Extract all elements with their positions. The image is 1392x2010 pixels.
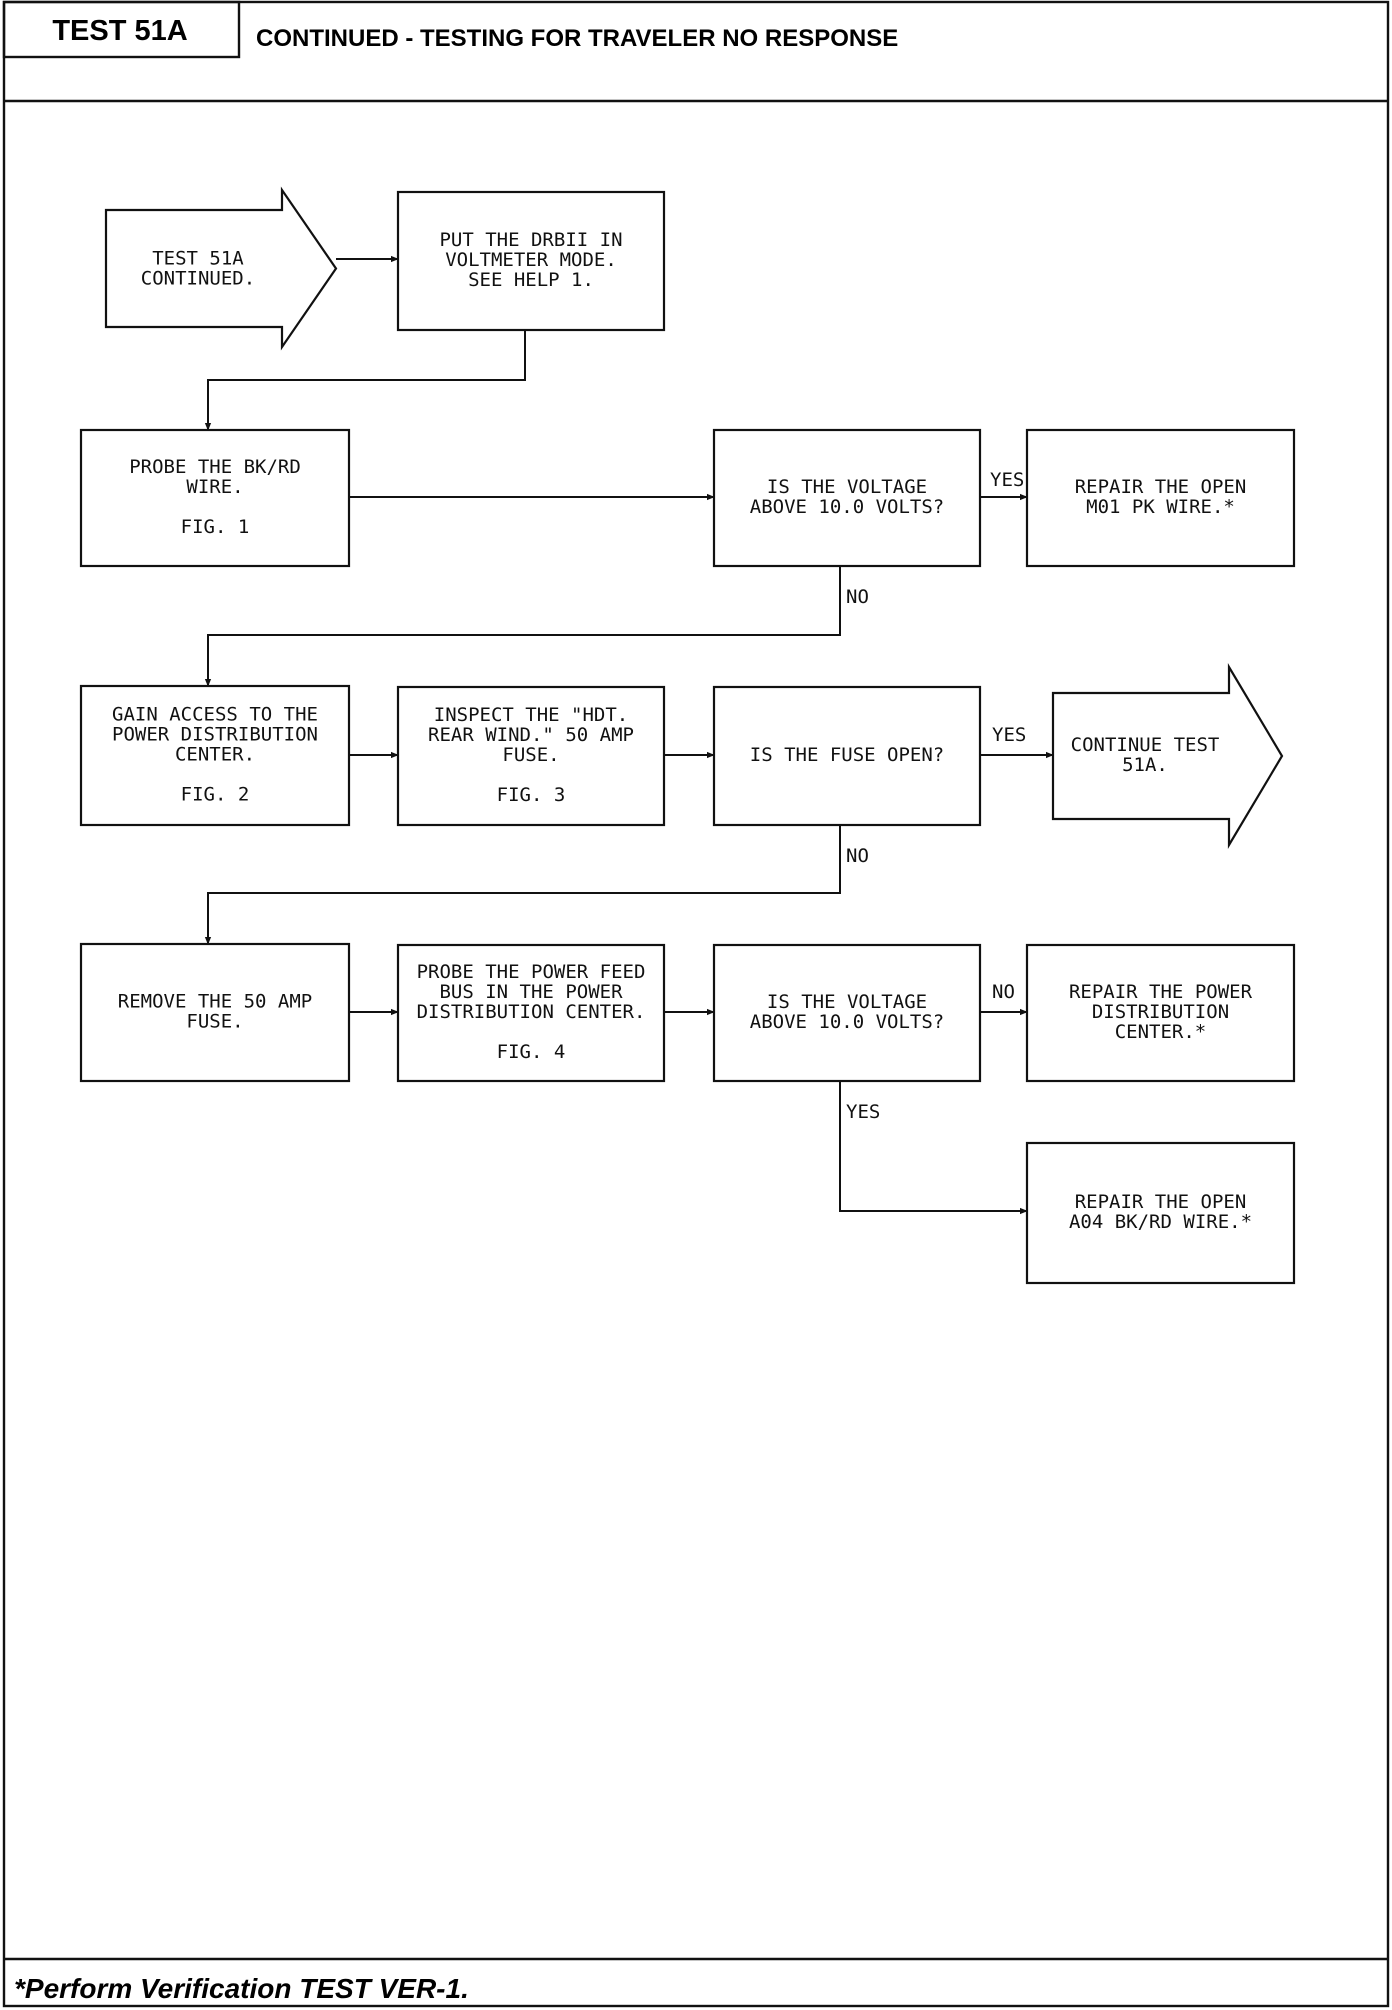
arrow-shape — [104, 186, 338, 351]
edge-q-voltage1-to-gain-access — [204, 566, 841, 687]
node-line: REPAIR THE POWER — [1069, 981, 1253, 1003]
node-line: FUSE. — [186, 1011, 243, 1033]
box-shape — [712, 943, 982, 1083]
node-line: FIG. 4 — [497, 1041, 566, 1063]
box-shape — [712, 685, 982, 827]
flowchart-edges — [204, 255, 1054, 1215]
box-shape — [1025, 1141, 1296, 1285]
node-inspect-fuse: INSPECT THE "HDT.REAR WIND." 50 AMPFUSE.… — [396, 685, 666, 827]
node-line: DISTRIBUTION — [1092, 1001, 1229, 1023]
node-line: REAR WIND." 50 AMP — [428, 724, 634, 746]
node-line: ABOVE 10.0 VOLTS? — [750, 1011, 944, 1033]
node-line: VOLTMETER MODE. — [445, 249, 617, 271]
node-line: CENTER.* — [1115, 1021, 1207, 1043]
node-line: ABOVE 10.0 VOLTS? — [750, 496, 944, 518]
edge-q-voltage2-to-repair-a04 — [839, 1081, 1028, 1215]
node-line: 51A. — [1122, 754, 1168, 776]
node-line: PROBE THE POWER FEED — [417, 961, 646, 983]
node-q-fuse: IS THE FUSE OPEN? — [712, 685, 982, 827]
node-line: CONTINUE TEST — [1071, 734, 1220, 756]
node-line: IS THE VOLTAGE — [767, 476, 927, 498]
node-line: IS THE VOLTAGE — [767, 991, 927, 1013]
box-shape — [396, 943, 666, 1083]
edge-q-fuse-to-remove-fuse — [204, 825, 841, 945]
node-line: REMOVE THE 50 AMP — [118, 991, 312, 1013]
node-line: TEST 51A — [152, 248, 244, 270]
box-shape — [79, 428, 351, 568]
node-line: IS THE FUSE OPEN? — [750, 744, 944, 766]
test-id-label: TEST 51A — [52, 15, 187, 47]
box-shape — [712, 428, 982, 568]
edge-label: NO — [846, 845, 869, 867]
box-shape — [396, 190, 666, 332]
node-line: FIG. 1 — [181, 516, 250, 538]
flowchart-edge-labels: YES NO YES NO NO YES — [846, 469, 1026, 1123]
node-line: POWER DISTRIBUTION — [112, 724, 318, 746]
box-shape — [79, 684, 351, 827]
test-id-tab — [2, 0, 241, 59]
edge-label: NO — [992, 981, 1015, 1003]
edge-label: NO — [846, 586, 869, 608]
node-line: BUS IN THE POWER — [439, 981, 623, 1003]
box-shape — [396, 685, 666, 827]
edge-voltmeter-to-probe-bkrd — [204, 330, 526, 431]
node-line: CONTINUED. — [141, 268, 255, 290]
verification-note: *Perform Verification TEST VER-1. — [14, 1973, 469, 2004]
node-line: REPAIR THE OPEN — [1075, 476, 1247, 498]
edge-label: YES — [990, 469, 1024, 491]
node-line: FIG. 2 — [181, 784, 250, 806]
node-line: GAIN ACCESS TO THE — [112, 704, 318, 726]
node-line: DISTRIBUTION CENTER. — [417, 1001, 646, 1023]
node-line: SEE HELP 1. — [468, 269, 594, 291]
edge-label: YES — [846, 1101, 880, 1123]
node-line: M01 PK WIRE.* — [1086, 496, 1235, 518]
page-title: CONTINUED - TESTING FOR TRAVELER NO RESP… — [256, 25, 898, 52]
node-line: FUSE. — [502, 744, 559, 766]
node-line: REPAIR THE OPEN — [1075, 1191, 1247, 1213]
node-line: INSPECT THE "HDT. — [434, 704, 628, 726]
edge-label: YES — [992, 724, 1026, 746]
header: TEST 51A CONTINUED - TESTING FOR TRAVELE… — [2, 0, 898, 59]
arrow-shape — [1051, 663, 1284, 849]
box-shape — [1025, 428, 1296, 568]
node-line: FIG. 3 — [497, 784, 566, 806]
box-shape — [1025, 943, 1296, 1083]
box-shape — [79, 942, 351, 1083]
node-line: A04 BK/RD WIRE.* — [1069, 1211, 1252, 1233]
node-line: PROBE THE BK/RD — [129, 456, 301, 478]
node-line: PUT THE DRBII IN — [439, 229, 622, 251]
node-line: WIRE. — [186, 476, 243, 498]
node-line: CENTER. — [175, 744, 255, 766]
